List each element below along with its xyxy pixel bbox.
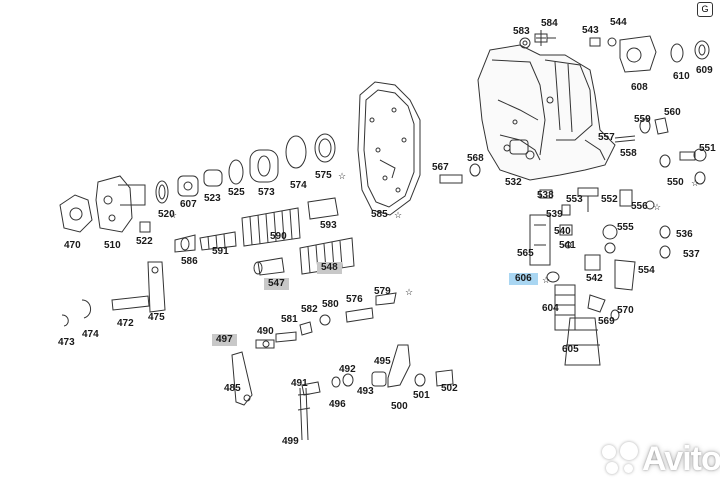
linkage-parts (61, 261, 454, 441)
label-576: 576 (346, 294, 363, 305)
label-499: 499 (282, 436, 299, 447)
transmission-housing (477, 44, 616, 181)
label-574: 574 (290, 180, 307, 191)
label-537: 537 (683, 249, 700, 260)
valve-parts (529, 187, 671, 366)
label-591: 591 (212, 246, 229, 257)
avito-watermark: Avito (602, 440, 720, 479)
label-586: 586 (181, 256, 198, 267)
star-mark-556: ☆ (653, 202, 662, 212)
left-shaft-parts (59, 133, 336, 233)
label-497-highlighted: 497 (212, 334, 237, 346)
label-582: 582 (301, 304, 318, 315)
label-567: 567 (432, 162, 449, 173)
label-560: 560 (664, 107, 681, 118)
label-490: 490 (257, 326, 274, 337)
label-474: 474 (82, 329, 99, 340)
label-525: 525 (228, 187, 245, 198)
star-mark-575: ☆ (338, 171, 347, 181)
label-543: 543 (582, 25, 599, 36)
label-491: 491 (291, 378, 308, 389)
avito-dots-logo-icon (602, 441, 640, 478)
star-mark-579: ☆ (405, 287, 414, 297)
label-593: 593 (320, 220, 337, 231)
label-547-highlighted: 547 (264, 278, 289, 290)
label-548-highlighted: 548 (317, 262, 342, 274)
label-606-highlighted: 606 (509, 273, 538, 285)
label-605: 605 (562, 344, 579, 355)
label-501: 501 (413, 390, 430, 401)
label-557: 557 (598, 132, 615, 143)
label-581: 581 (281, 314, 298, 325)
label-544: 544 (610, 17, 627, 28)
label-555: 555 (617, 222, 634, 233)
label-569: 569 (598, 316, 615, 327)
star-mark-550: ☆ (691, 178, 700, 188)
label-585: 585 (371, 209, 388, 220)
star-mark-520: ☆ (169, 210, 178, 220)
label-493: 493 (357, 386, 374, 397)
label-551: 551 (699, 143, 716, 154)
label-496: 496 (329, 399, 346, 410)
label-554: 554 (638, 265, 655, 276)
top-right-parts (439, 30, 710, 185)
cover-plate (357, 81, 421, 216)
label-542: 542 (586, 273, 603, 284)
label-536: 536 (676, 229, 693, 240)
label-495: 495 (374, 356, 391, 367)
label-502: 502 (441, 383, 458, 394)
watermark-text: Avito (642, 440, 720, 478)
label-472: 472 (117, 318, 134, 329)
label-608: 608 (631, 82, 648, 93)
label-579: 579 (374, 286, 391, 297)
label-559: 559 (634, 114, 651, 125)
label-556: 556 (631, 201, 648, 212)
label-604: 604 (542, 303, 559, 314)
label-510: 510 (104, 240, 121, 251)
label-558: 558 (620, 148, 637, 159)
label-539: 539 (546, 209, 563, 220)
springs-pistons (174, 197, 355, 276)
label-565: 565 (517, 248, 534, 259)
star-mark-606: ☆ (542, 275, 551, 285)
label-500: 500 (391, 401, 408, 412)
label-540: 540 (554, 226, 571, 237)
label-607: 607 (180, 199, 197, 210)
label-532: 532 (505, 177, 522, 188)
label-590: 590 (270, 231, 287, 242)
label-522: 522 (136, 236, 153, 247)
label-538: 538 (537, 190, 554, 201)
label-583: 583 (513, 26, 530, 37)
label-552: 552 (601, 194, 618, 205)
label-520: 520 (158, 209, 175, 220)
star-mark-585: ☆ (394, 210, 403, 220)
label-573: 573 (258, 187, 275, 198)
label-570: 570 (617, 305, 634, 316)
label-550: 550 (667, 177, 684, 188)
label-475: 475 (148, 312, 165, 323)
label-473: 473 (58, 337, 75, 348)
label-485: 485 (224, 383, 241, 394)
label-470: 470 (64, 240, 81, 251)
label-575: 575 (315, 170, 332, 181)
label-541: 541 (559, 240, 576, 251)
label-584: 584 (541, 18, 558, 29)
label-609: 609 (696, 65, 713, 76)
label-610: 610 (673, 71, 690, 82)
label-492: 492 (339, 364, 356, 375)
label-523: 523 (204, 193, 221, 204)
label-568: 568 (467, 153, 484, 164)
label-553: 553 (566, 194, 583, 205)
corner-tag: G (697, 2, 713, 17)
label-580: 580 (322, 299, 339, 310)
